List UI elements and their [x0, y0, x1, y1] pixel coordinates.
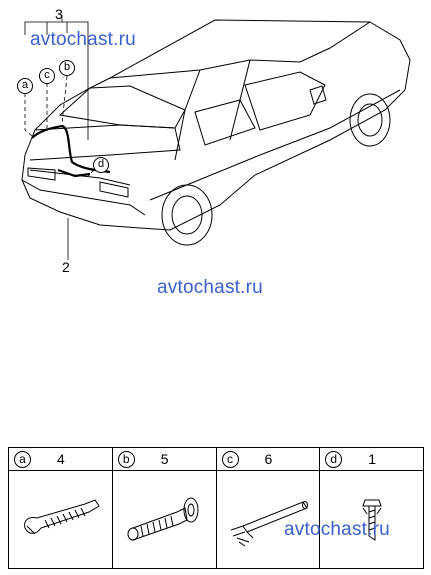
part-qty-b: 5: [160, 451, 169, 467]
part-letter-d: d: [325, 451, 343, 468]
corrugated-conduit-elbow-icon: [24, 498, 101, 534]
watermark-middle: avtochast.ru: [157, 277, 263, 298]
callout-number-3: 3: [55, 6, 63, 22]
clip-fastener-icon: [361, 499, 382, 541]
part-image-a: [8, 470, 113, 569]
part-image-c: [215, 470, 321, 569]
callout-letter-d: d: [93, 157, 109, 173]
part-qty-a: 4: [57, 451, 65, 467]
watermark-bottom: avtochast.ru: [284, 519, 390, 540]
parts-header-c: c 6: [215, 447, 321, 471]
part-qty-d: 1: [368, 451, 377, 467]
part-image-d: [319, 470, 424, 569]
callout-letter-a: a: [17, 78, 33, 94]
parts-header-b: b 5: [111, 447, 217, 471]
part-letter-a: a: [14, 451, 31, 468]
parts-header-a: a 4: [8, 447, 113, 471]
car-wiring-diagram: [21, 15, 411, 260]
grommet-with-conduit-icon: [127, 497, 199, 540]
watermark-top: avtochast.ru: [30, 29, 136, 50]
callout-number-2: 2: [62, 259, 70, 275]
tube-sleeve-icon: [230, 500, 308, 546]
part-qty-c: 6: [264, 451, 273, 467]
callout-letter-c: c: [39, 68, 55, 84]
part-letter-c: c: [221, 451, 239, 468]
part-letter-b: b: [117, 451, 135, 468]
callout-letter-b: b: [59, 60, 75, 76]
parts-header-d: d 1: [319, 447, 424, 471]
part-image-b: [111, 470, 217, 569]
parts-table: a 4 b 5 c 6 d 1: [8, 447, 424, 569]
